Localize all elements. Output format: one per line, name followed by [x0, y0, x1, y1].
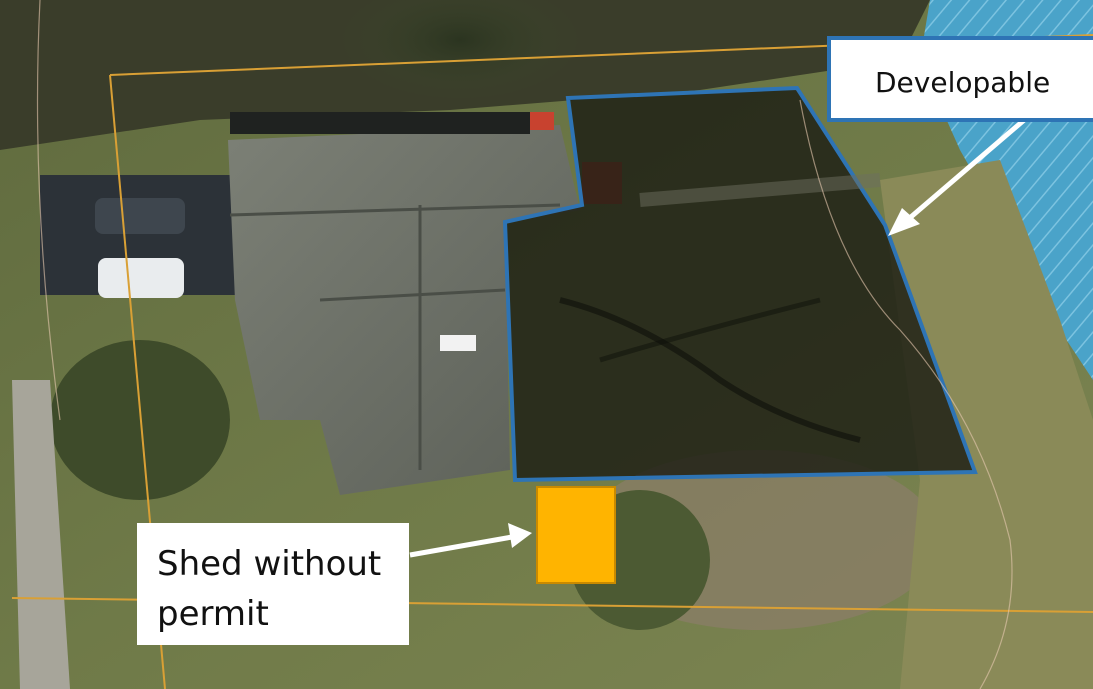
vehicle [95, 198, 185, 234]
contour-lines [36, 0, 1013, 689]
developable-callout: Developable [827, 36, 1093, 122]
developable-label: Developable [875, 66, 1051, 99]
roof-vent [440, 335, 476, 351]
lawn [880, 160, 1093, 689]
arrow-icon [409, 523, 532, 558]
shed-label-line1: Shed without [157, 544, 382, 584]
shed-label-line2: permit [157, 594, 269, 634]
shed-marker [536, 486, 616, 584]
tree-canopy [340, 0, 580, 100]
road [12, 380, 70, 689]
vehicle [98, 258, 184, 298]
house-roof [228, 125, 580, 495]
arrow-icon [888, 113, 1032, 236]
shed-callout: Shed without permit [137, 523, 409, 645]
